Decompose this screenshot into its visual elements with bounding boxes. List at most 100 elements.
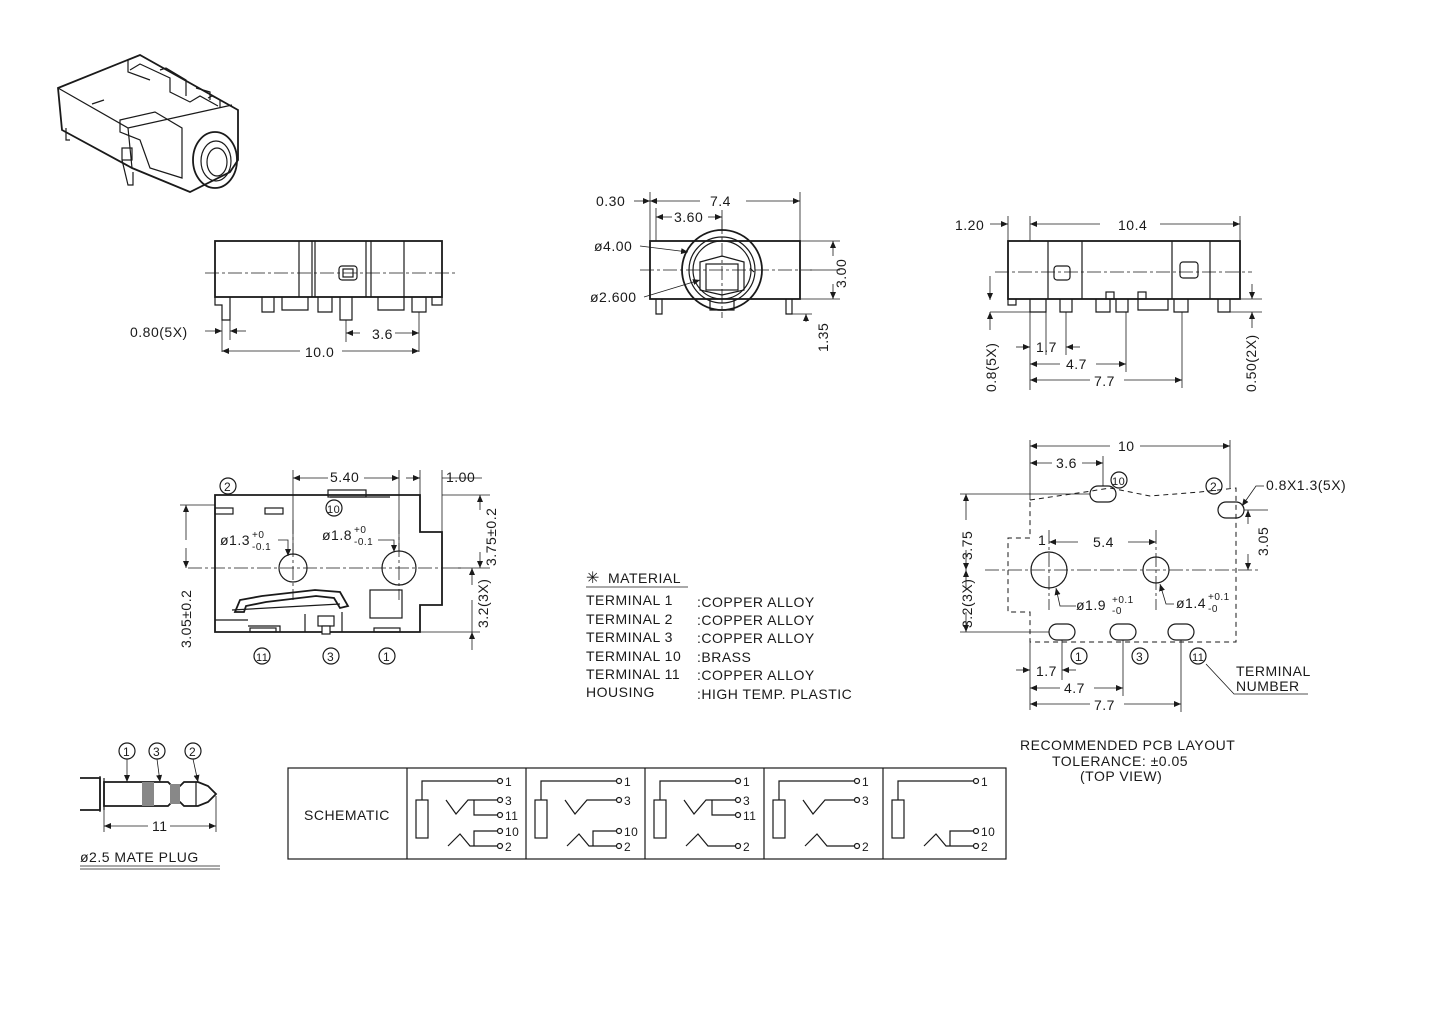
mate-plug: 1 3 2 11 ø2.5 MATE PLUG (80, 742, 220, 870)
front-pin-width-dim: 0.80(5X) (130, 324, 188, 340)
side-d300-dim: 3.00 (833, 259, 849, 288)
side-d135-dim: 1.35 (815, 323, 831, 352)
pcb-d32-3x-dim: 3.2(3X) (959, 579, 975, 628)
pcb-dia19-tol-minus: -0 (1112, 606, 1122, 617)
schematic-cell-1-pin-10: 10 (505, 825, 519, 839)
schematic-cell-3-pin-2: 2 (743, 840, 750, 854)
pcb-layout: 10 3.6 3.75 3.2(3X) 3.05 0.8X1.3(5X) 5.4… (959, 438, 1346, 784)
bottom-d375-dim: 3.75±0.2 (483, 508, 499, 566)
material-row-3-material: :BRASS (697, 649, 751, 665)
isometric-view (57, 54, 239, 193)
plug-label-2: 2 (189, 745, 196, 759)
material-row-3-part: TERMINAL 10 (586, 648, 681, 664)
front-span-100-dim: 10.0 (305, 344, 334, 360)
rear-d050-2x-dim: 0.50(2X) (1243, 334, 1259, 392)
material-row-1-material: :COPPER ALLOY (697, 612, 815, 628)
schematic-cell-1-pin-11: 11 (505, 809, 518, 823)
plug-label-3: 3 (153, 745, 160, 759)
schematic-cell-4: 1 3 2 (772, 775, 869, 854)
schematic-cell-5-pin-10: 10 (981, 825, 995, 839)
rear-d104-dim: 10.4 (1118, 217, 1147, 233)
rear-view: 1.20 10.4 0.8(5X) 1.7 4.7 7.7 0.50(2X) (955, 216, 1262, 392)
side-d030-dim: 0.30 (596, 193, 625, 209)
side-dia2600-dim: ø2.600 (590, 289, 637, 305)
schematic-cell-1: 1 3 11 2 10 (415, 775, 519, 854)
pcb-number-label: NUMBER (1236, 678, 1300, 694)
plug-length-dim: 11 (152, 818, 168, 834)
bottom-dia13-tol-plus: +0 (252, 530, 264, 541)
schematic-cell-2-pin-3: 3 (624, 794, 631, 808)
schematic-cell-3-pin-11: 11 (743, 809, 756, 823)
schematic-cell-2-pin-10: 10 (624, 825, 638, 839)
side-dia400-dim: ø4.00 (594, 238, 632, 254)
schematic-cell-5: 1 2 10 (891, 775, 995, 854)
pcb-d375-dim: 3.75 (959, 531, 975, 560)
material-row-5-part: HOUSING (586, 684, 655, 700)
pcb-slot-dim: 0.8X1.3(5X) (1266, 477, 1346, 493)
material-title: MATERIAL (608, 570, 681, 586)
schematic-cell-3-pin-3: 3 (743, 794, 750, 808)
pcb-caption-2: TOLERANCE: ±0.05 (1052, 753, 1188, 769)
front-view: 0.80(5X) 3.6 10.0 (130, 240, 455, 360)
pcb-d305-dim: 3.05 (1255, 527, 1271, 556)
pcb-caption-1: RECOMMENDED PCB LAYOUT (1020, 737, 1235, 753)
bottom-dia18-tol-minus: -0.1 (354, 537, 373, 548)
schematic-cell-1-pin-3: 3 (505, 794, 512, 808)
material-row-5-material: :HIGH TEMP. PLASTIC (697, 686, 852, 702)
bottom-d305-dim: 3.05±0.2 (178, 590, 194, 648)
material-row-0-material: :COPPER ALLOY (697, 594, 815, 610)
pcb-d47-dim: 4.7 (1064, 680, 1085, 696)
schematic-cell-1-pin-2: 2 (505, 840, 512, 854)
pcb-pin-2: 2 (1210, 480, 1217, 494)
pcb-dia14-dim: ø1.4 (1176, 595, 1206, 611)
material-table: ✳ MATERIAL TERMINAL 1 :COPPER ALLOY TERM… (586, 570, 852, 702)
material-row-2-part: TERMINAL 3 (586, 629, 673, 645)
pcb-dia19-dim: ø1.9 (1076, 597, 1106, 613)
side-d360-dim: 3.60 (674, 209, 703, 225)
material-star: ✳ (586, 570, 600, 587)
schematic-cell-5-pin-2: 2 (981, 840, 988, 854)
plug-caption: ø2.5 MATE PLUG (80, 849, 199, 865)
bottom-term-2: 2 (224, 480, 231, 494)
schematic-cell-4-pin-1: 1 (862, 775, 869, 789)
pcb-dia14-tol-plus: +0.1 (1208, 592, 1230, 603)
material-row-4-part: TERMINAL 11 (586, 666, 680, 682)
schematic-cell-3: 1 3 11 2 (653, 775, 756, 854)
pcb-d10-dim: 10 (1118, 438, 1135, 454)
bottom-term-1: 1 (383, 650, 390, 664)
side-d74-dim: 7.4 (710, 193, 731, 209)
bottom-view: 5.40 1.00 3.75±0.2 3.2(3X) 3.05±0.2 ø1.3… (178, 469, 499, 665)
pcb-pin-1-label: 1 (1038, 532, 1046, 548)
pcb-pin-1: 1 (1075, 650, 1082, 664)
bottom-term-3: 3 (327, 650, 334, 664)
schematic-table: SCHEMATIC 1 3 11 2 10 1 (287, 767, 1007, 860)
schematic-cell-4-pin-3: 3 (862, 794, 869, 808)
schematic-header: SCHEMATIC (304, 807, 390, 823)
material-row-2-material: :COPPER ALLOY (697, 630, 815, 646)
bottom-d100-dim: 1.00 (446, 469, 475, 485)
bottom-term-11: 11 (256, 652, 268, 664)
schematic-cell-2-pin-2: 2 (624, 840, 631, 854)
material-row-0-part: TERMINAL 1 (586, 592, 673, 608)
pcb-pin-11: 11 (1192, 652, 1204, 664)
pcb-dia14-tol-minus: -0 (1208, 604, 1218, 615)
pcb-d54-dim: 5.4 (1093, 534, 1114, 550)
bottom-d32-3x-dim: 3.2(3X) (475, 579, 491, 628)
front-span-36-dim: 3.6 (372, 326, 393, 342)
bottom-dia18-dim: ø1.8 (322, 527, 352, 543)
material-row-1-part: TERMINAL 2 (586, 611, 673, 627)
rear-d120-dim: 1.20 (955, 217, 984, 233)
schematic-cell-5-pin-1: 1 (981, 775, 988, 789)
pcb-caption-3: (TOP VIEW) (1080, 768, 1162, 784)
pcb-terminal-label: TERMINAL (1236, 663, 1311, 679)
pcb-d17-dim: 1.7 (1036, 663, 1057, 679)
rear-d17-dim: 1.7 (1036, 339, 1057, 355)
bottom-term-10: 10 (327, 504, 340, 516)
plug-label-1: 1 (123, 745, 130, 759)
bottom-dia18-tol-plus: +0 (354, 525, 366, 536)
schematic-cell-3-pin-1: 1 (743, 775, 750, 789)
pcb-pin-10: 10 (1112, 476, 1125, 488)
material-row-4-material: :COPPER ALLOY (697, 667, 815, 683)
pcb-d36-dim: 3.6 (1056, 455, 1077, 471)
